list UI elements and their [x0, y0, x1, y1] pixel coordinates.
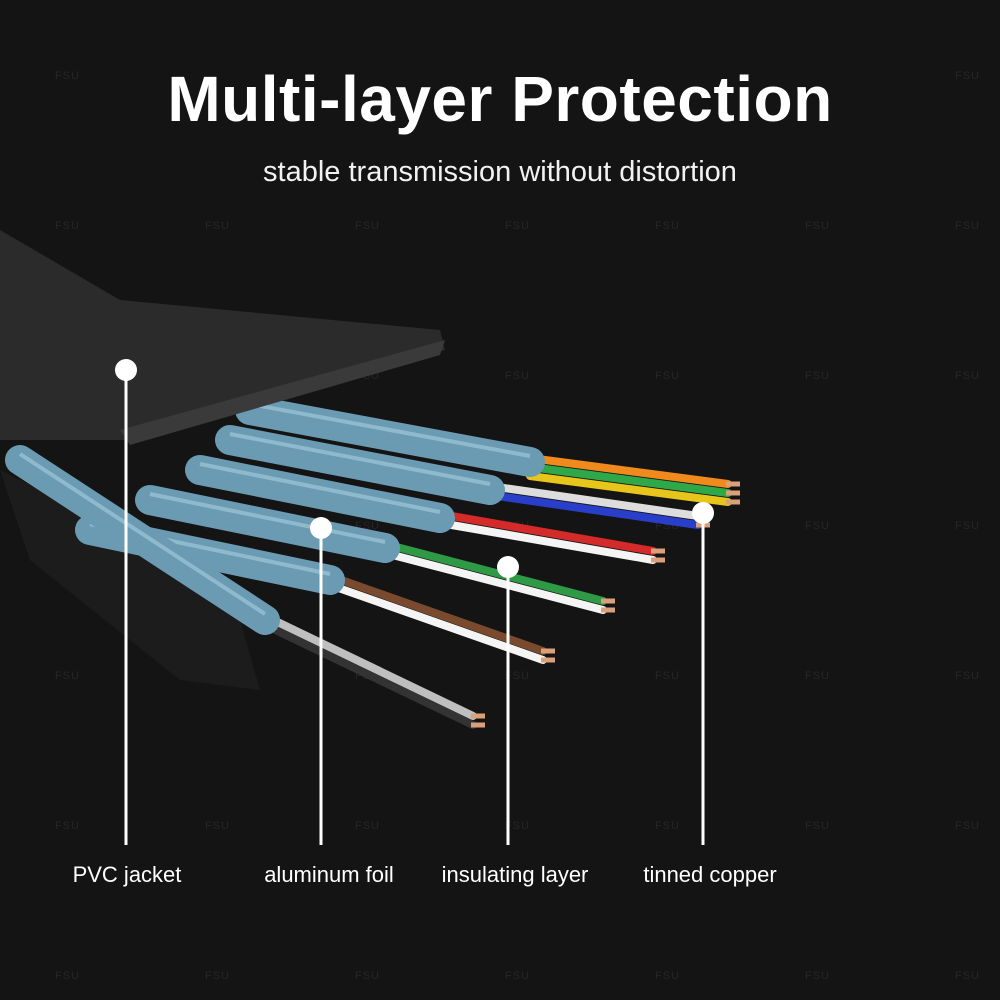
insulated-conductor — [436, 519, 657, 564]
foil-pointer — [310, 517, 332, 845]
watermark: FSU — [955, 70, 980, 82]
watermark: FSU — [505, 220, 530, 232]
watermark: FSU — [805, 970, 830, 982]
insulated-conductor — [526, 454, 732, 488]
watermark: FSU — [355, 820, 380, 832]
watermark: FSU — [55, 970, 80, 982]
page-title: Multi-layer Protection — [167, 63, 833, 135]
watermark: FSU — [205, 970, 230, 982]
aluminum-foil-shield — [5, 445, 280, 635]
aluminum-foil-shield — [185, 455, 455, 533]
watermark: FSU — [955, 370, 980, 382]
watermark: FSU — [805, 520, 830, 532]
insulated-conductor — [381, 549, 607, 614]
insulated-conductor — [381, 540, 607, 605]
pvc-jacket — [0, 230, 445, 440]
watermark: FSU — [55, 70, 80, 82]
watermark: FSU — [805, 370, 830, 382]
watermark: FSU — [655, 370, 680, 382]
watermark: FSU — [355, 970, 380, 982]
aluminum-foil-shield — [235, 395, 545, 477]
foil-highlight — [149, 492, 386, 544]
watermark: FSU — [955, 520, 980, 532]
insulated-conductor — [486, 491, 702, 529]
foil-highlight — [199, 462, 441, 514]
pvc-pointer — [115, 359, 137, 845]
watermark: FSU — [655, 220, 680, 232]
foil-highlight — [229, 432, 491, 486]
aluminum-foil-shield — [215, 425, 505, 505]
watermark: FSU — [55, 220, 80, 232]
watermark: FSU — [655, 970, 680, 982]
page-subtitle: stable transmission without distortion — [263, 156, 737, 188]
watermark: FSU — [355, 220, 380, 232]
insulated-conductor — [526, 472, 732, 506]
watermark: FSU — [505, 970, 530, 982]
foil-highlight — [18, 452, 267, 616]
watermark: FSU — [955, 670, 980, 682]
watermark: FSU — [505, 670, 530, 682]
watermark: FSU — [955, 220, 980, 232]
pvc-jacket-underside — [0, 470, 260, 690]
label-tinned-copper: tinned copper — [643, 862, 777, 887]
watermark: FSU — [805, 820, 830, 832]
aluminum-foil-shield — [135, 485, 400, 563]
watermark: FSU — [505, 370, 530, 382]
watermark: FSU — [955, 970, 980, 982]
watermark: FSU — [655, 670, 680, 682]
watermark: FSU — [805, 220, 830, 232]
copper-pointer — [692, 502, 714, 845]
watermark: FSU — [805, 670, 830, 682]
insulated-conductor — [261, 621, 477, 729]
watermark: FSU — [55, 670, 80, 682]
watermark: FSU — [205, 220, 230, 232]
watermark: FSU — [205, 820, 230, 832]
insulated-conductor — [436, 510, 657, 555]
label-aluminum-foil: aluminum foil — [264, 862, 394, 887]
label-pvc-jacket: PVC jacket — [72, 862, 182, 887]
insulated-conductor — [486, 482, 702, 520]
label-insulating-layer: insulating layer — [441, 862, 589, 887]
foil-highlight — [249, 402, 531, 458]
watermark: FSU — [55, 820, 80, 832]
watermark: FSU — [655, 820, 680, 832]
insulated-conductor — [526, 463, 732, 497]
insulation-pointer — [497, 556, 519, 845]
watermark: FSU — [505, 820, 530, 832]
insulated-conductor — [261, 612, 477, 720]
watermark: FSU — [955, 820, 980, 832]
